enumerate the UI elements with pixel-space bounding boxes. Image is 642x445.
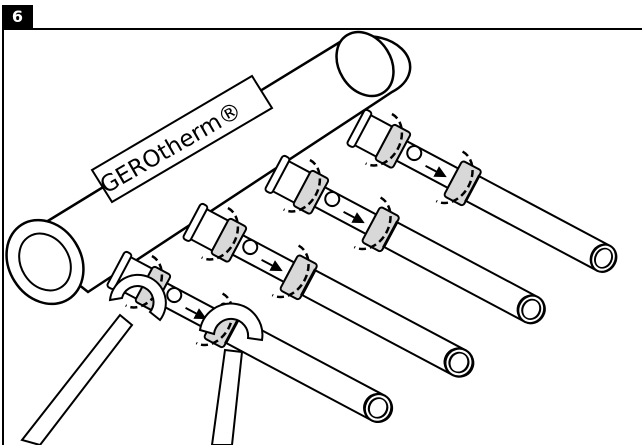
outlet-assembly-4	[103, 244, 398, 429]
outlet-assembly-1	[343, 102, 623, 278]
manifold-cylinder	[5, 30, 412, 306]
wrench-left	[20, 273, 167, 445]
frame-left-rule	[2, 28, 4, 445]
header-rule	[2, 28, 642, 30]
wrench-right	[198, 302, 264, 445]
outlet-assembly-2	[261, 148, 551, 330]
step-number-badge: 6	[2, 5, 33, 29]
